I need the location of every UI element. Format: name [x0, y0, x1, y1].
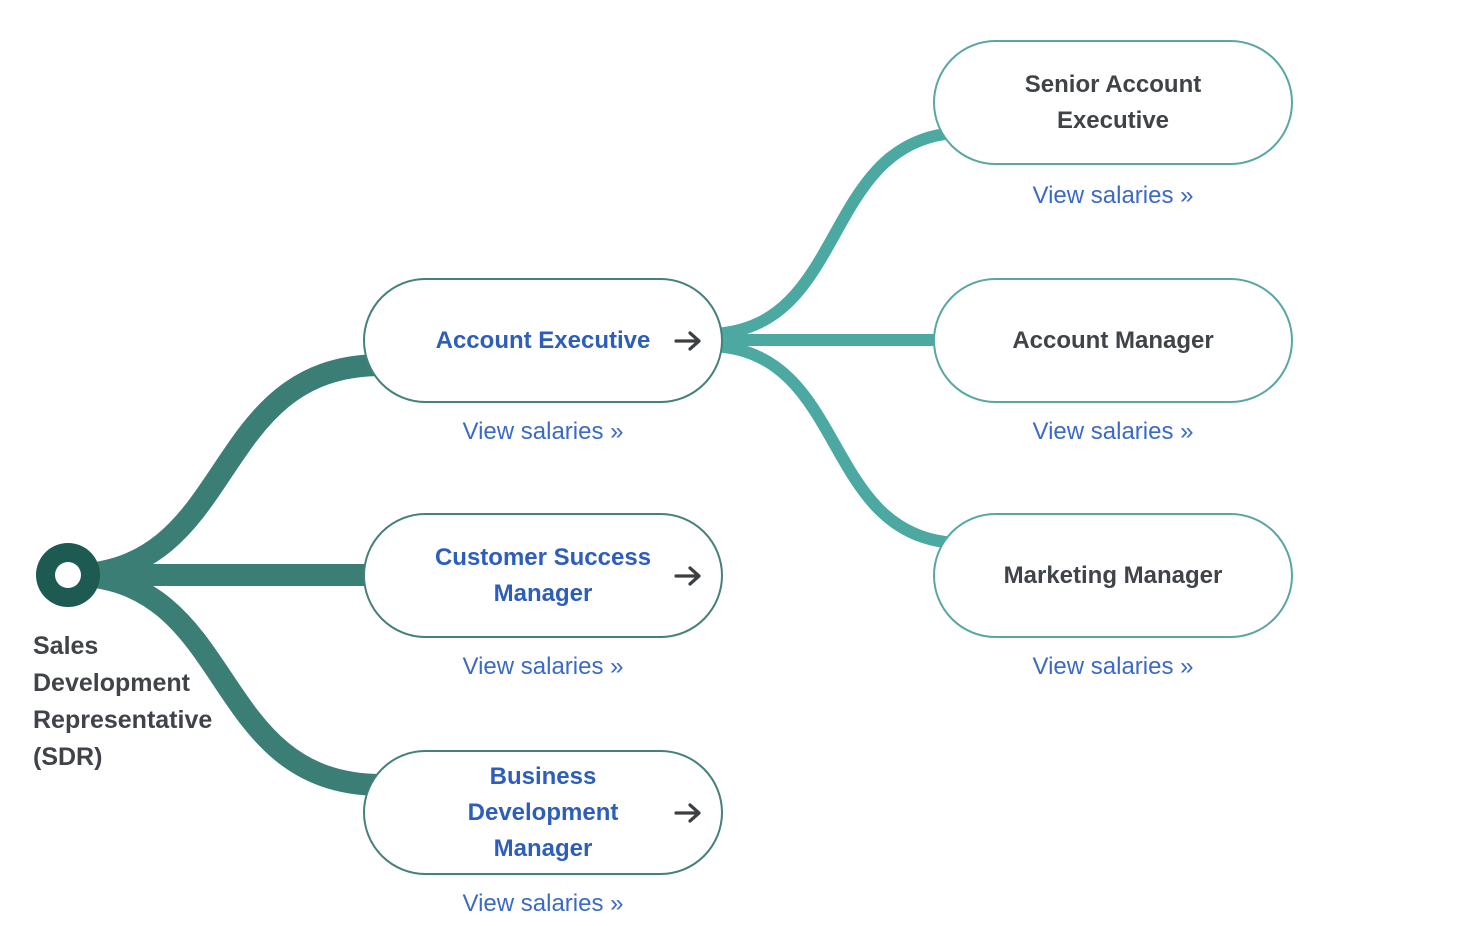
edge-root-to-business-development-manager [57, 564, 393, 796]
view-salaries-link-account-manager[interactable]: View salaries » [1032, 418, 1194, 445]
node-account-manager[interactable]: Account Manager [933, 278, 1293, 403]
node-label-line: Business [489, 762, 597, 790]
node-label-line: Manager [493, 834, 593, 862]
node-customer-success-manager[interactable]: Customer Success Manager [363, 513, 723, 638]
arrow-right-icon [674, 802, 701, 823]
node-label-line: Manager [493, 579, 593, 607]
node-business-development-manager[interactable]: Business Development Manager [363, 750, 723, 875]
edge-root-to-account-executive [57, 354, 393, 586]
node-label: Business Development Manager [468, 759, 619, 867]
view-salaries-link-account-executive[interactable]: View salaries » [462, 418, 624, 445]
node-label-line: Account Manager [1012, 326, 1214, 354]
node-marketing-manager[interactable]: Marketing Manager [933, 513, 1293, 638]
node-label-line: Development [467, 798, 619, 826]
edge-account-executive-to-senior-account-executive [707, 128, 951, 340]
node-label: Senior Account Executive [1025, 67, 1201, 139]
node-senior-account-executive[interactable]: Senior Account Executive [933, 40, 1293, 165]
node-label-line: Customer Success [434, 543, 652, 571]
root-label-line: Development [33, 669, 190, 697]
node-label: Account Manager [1012, 323, 1213, 359]
edge-account-executive-to-marketing-manager [707, 340, 951, 548]
view-salaries-link-customer-success-manager[interactable]: View salaries » [462, 653, 624, 680]
node-label-line: Senior Account [1024, 70, 1202, 98]
root-label-line: Representative [33, 706, 213, 734]
view-salaries-link-marketing-manager[interactable]: View salaries » [1032, 653, 1194, 680]
root-label-line: Sales [33, 632, 99, 660]
node-label-line: Account Executive [435, 326, 651, 354]
node-label: Marketing Manager [1004, 558, 1223, 594]
view-salaries-link-senior-account-executive[interactable]: View salaries » [1032, 182, 1194, 209]
node-account-executive[interactable]: Account Executive [363, 278, 723, 403]
node-label-line: Executive [1056, 106, 1170, 134]
node-label-line: Marketing Manager [1003, 561, 1223, 589]
root-node-dot-hole [55, 562, 81, 588]
view-salaries-link-business-development-manager[interactable]: View salaries » [462, 890, 624, 917]
node-label: Account Executive [436, 323, 651, 359]
root-label-line: (SDR) [33, 743, 103, 771]
arrow-right-icon [674, 565, 701, 586]
node-label: Customer Success Manager [435, 540, 651, 612]
arrow-right-icon [674, 330, 701, 351]
root-label-sdr: Sales Development Representative (SDR) [33, 628, 253, 776]
